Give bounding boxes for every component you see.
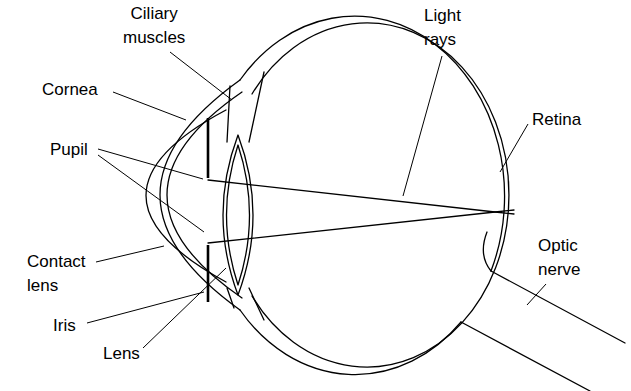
leader-line <box>527 284 546 305</box>
leader-line <box>98 155 204 232</box>
ciliary-muscle <box>227 288 234 308</box>
contact-lens <box>146 110 226 282</box>
light-ray <box>208 210 514 243</box>
part-label: Cornea <box>42 78 98 102</box>
part-label: Retina <box>532 108 581 132</box>
ciliary-muscle <box>227 86 230 142</box>
leader-line <box>96 246 164 262</box>
part-label: Lens <box>103 342 140 366</box>
leader-line <box>98 149 203 179</box>
part-label: Iris <box>53 314 76 338</box>
ciliary-muscle <box>249 72 264 142</box>
part-label: Contact lens <box>27 250 86 298</box>
leader-line <box>403 56 442 196</box>
ciliary-muscle <box>249 288 264 320</box>
part-label: Light rays <box>424 4 461 52</box>
lens <box>227 145 250 285</box>
leader-line <box>143 268 226 348</box>
eyeball-wall <box>240 16 505 271</box>
optic-nerve <box>461 322 590 391</box>
optic-nerve <box>491 271 625 343</box>
eyeball-wall <box>240 310 461 375</box>
part-label: Optic nerve <box>538 234 581 282</box>
leader-line <box>500 124 528 172</box>
leader-line <box>170 52 232 100</box>
leader-line <box>87 292 204 323</box>
leader-line <box>113 92 186 120</box>
retina-layer <box>252 23 509 367</box>
iris <box>207 245 210 302</box>
iris <box>207 118 210 178</box>
part-label: Ciliary muscles <box>123 2 185 50</box>
optic-nerve <box>483 232 491 271</box>
lens <box>223 135 253 295</box>
light-ray <box>208 180 514 214</box>
part-label: Pupil <box>50 138 88 162</box>
